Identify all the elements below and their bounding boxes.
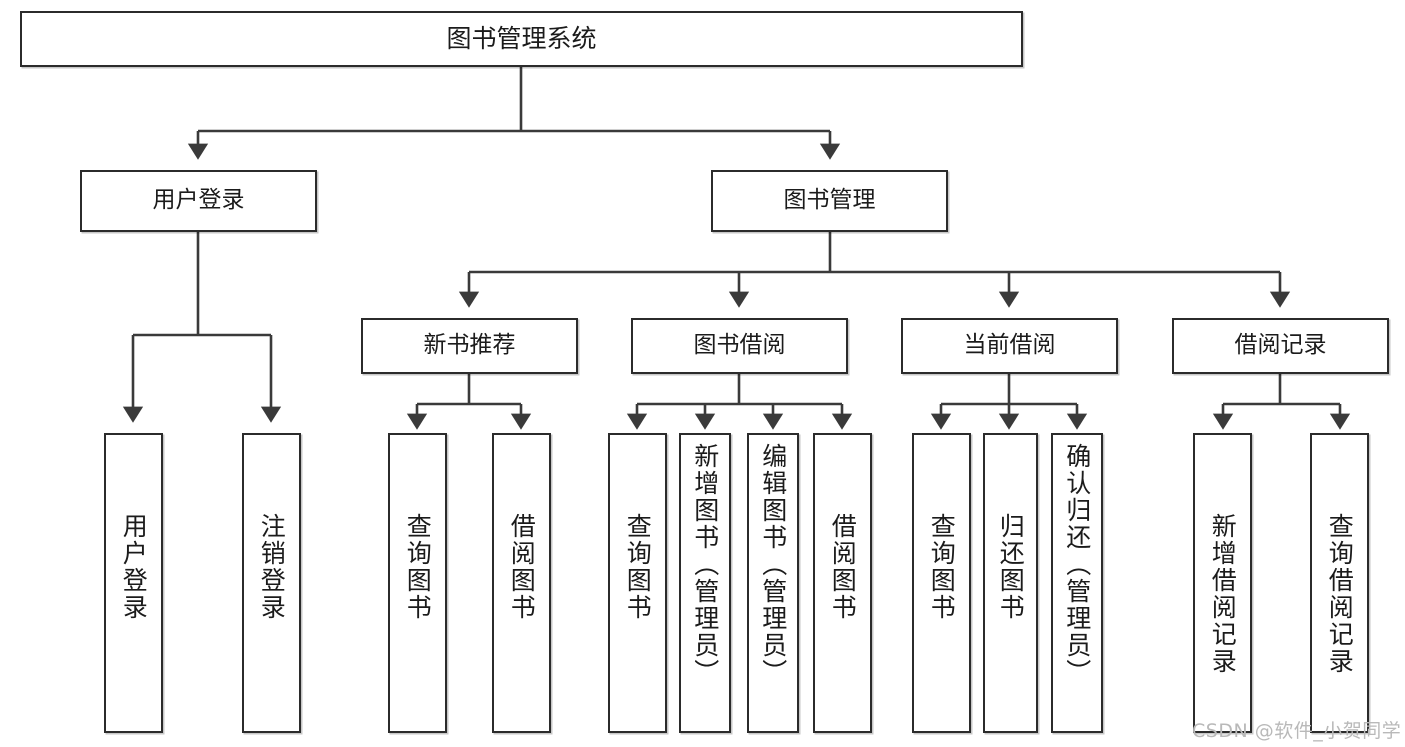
leaf-newbook-borrow-book-label: 借阅图书 [507,513,537,621]
node-user-login[interactable]: 用户登录 [80,170,317,232]
node-root-book-management-system[interactable]: 图书管理系统 [20,11,1023,67]
leaf-current-query-book[interactable]: 查询图书 [912,433,971,733]
leaf-borrow-lend-book[interactable]: 借阅图书 [813,433,872,733]
node-user-login-label: 用户登录 [152,187,245,214]
leaf-newbook-query-book[interactable]: 查询图书 [388,433,447,733]
csdn-watermark-text: CSDN @软件_小贺同学 [1192,720,1402,742]
leaf-borrow-add-book-admin-label: 新增图书（管理员） [690,443,720,686]
leaf-user-login[interactable]: 用户登录 [104,433,163,733]
node-new-book-recommend-label: 新书推荐 [423,332,516,359]
node-borrow-record-label: 借阅记录 [1234,332,1327,359]
leaf-record-query-record-label: 查询借阅记录 [1325,513,1355,675]
leaf-current-return-book[interactable]: 归还图书 [983,433,1038,733]
leaf-borrow-query-book[interactable]: 查询图书 [608,433,667,733]
leaf-logout[interactable]: 注销登录 [242,433,301,733]
leaf-borrow-edit-book-admin-label: 编辑图书（管理员） [758,443,788,686]
leaf-borrow-edit-book-admin[interactable]: 编辑图书（管理员） [747,433,799,733]
node-current-borrow[interactable]: 当前借阅 [901,318,1118,374]
csdn-watermark: CSDN @软件_小贺同学 [1192,716,1401,743]
leaf-newbook-query-book-label: 查询图书 [403,513,433,621]
node-new-book-recommend[interactable]: 新书推荐 [361,318,578,374]
leaf-record-add-record-label: 新增借阅记录 [1208,513,1238,675]
leaf-record-query-record[interactable]: 查询借阅记录 [1310,433,1369,733]
node-book-borrow-label: 图书借阅 [693,332,786,359]
leaf-current-confirm-return-admin-label: 确认归还（管理员） [1062,443,1092,686]
node-book-management[interactable]: 图书管理 [711,170,948,232]
node-borrow-record[interactable]: 借阅记录 [1172,318,1389,374]
node-current-borrow-label: 当前借阅 [963,332,1056,359]
node-book-management-label: 图书管理 [783,187,876,214]
leaf-current-confirm-return-admin[interactable]: 确认归还（管理员） [1051,433,1103,733]
leaf-borrow-add-book-admin[interactable]: 新增图书（管理员） [679,433,731,733]
leaf-record-add-record[interactable]: 新增借阅记录 [1193,433,1252,733]
node-book-borrow[interactable]: 图书借阅 [631,318,848,374]
leaf-current-query-book-label: 查询图书 [927,513,957,621]
leaf-newbook-borrow-book[interactable]: 借阅图书 [492,433,551,733]
node-root-label: 图书管理系统 [446,24,597,54]
leaf-current-return-book-label: 归还图书 [996,513,1026,621]
leaf-borrow-query-book-label: 查询图书 [623,513,653,621]
leaf-borrow-lend-book-label: 借阅图书 [828,513,858,621]
leaf-user-login-label: 用户登录 [119,513,149,621]
leaf-logout-label: 注销登录 [257,513,287,621]
